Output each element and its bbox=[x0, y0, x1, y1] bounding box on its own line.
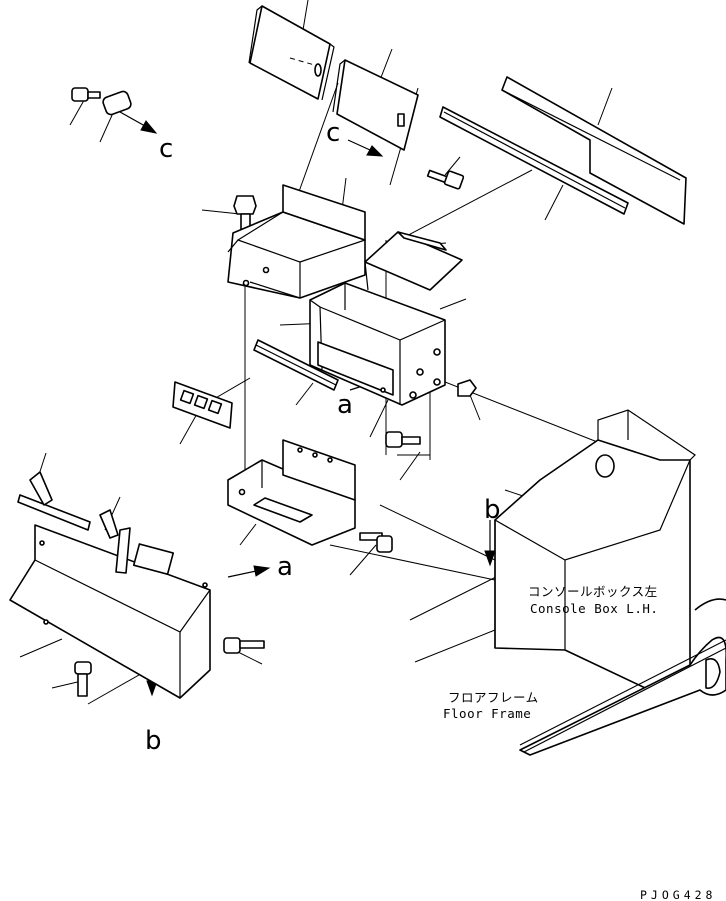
upper-box bbox=[227, 184, 366, 299]
angled-cover bbox=[364, 231, 463, 291]
bolt-vertical bbox=[74, 661, 92, 697]
screw-upper bbox=[426, 169, 465, 190]
lower-panel bbox=[9, 494, 211, 699]
callout-b-left: b bbox=[145, 726, 162, 756]
bolt-lower bbox=[359, 532, 393, 553]
bottom-bracket bbox=[227, 439, 356, 546]
cover-flap-upper bbox=[248, 5, 335, 101]
callout-a-lower: a bbox=[277, 552, 293, 582]
callout-c-right: c bbox=[326, 118, 341, 148]
cover-flap-lower bbox=[332, 59, 419, 151]
callout-b-right: b bbox=[484, 495, 501, 525]
main-box bbox=[309, 282, 446, 406]
clip-left bbox=[29, 471, 119, 539]
drawing-code: PJOG428 bbox=[640, 888, 717, 901]
rubber-bar bbox=[253, 339, 339, 391]
bolt-right bbox=[385, 431, 421, 448]
floor-frame-name-jp: フロアフレーム bbox=[448, 690, 539, 705]
floor-frame bbox=[519, 598, 726, 756]
console-box-name-en: Console Box L.H. bbox=[530, 601, 659, 616]
callout-a-upper: a bbox=[337, 390, 353, 420]
callout-c-left: c bbox=[159, 134, 174, 164]
seal-strip bbox=[439, 106, 629, 215]
console-box-lh bbox=[494, 409, 696, 696]
bolt-panel bbox=[223, 637, 265, 654]
console-box-name-jp: コンソールボックス左 bbox=[528, 584, 658, 599]
nut-right bbox=[457, 379, 477, 397]
long-rail bbox=[501, 76, 687, 225]
switch-plate bbox=[172, 381, 233, 429]
small-bolt-and-clip bbox=[71, 87, 132, 116]
floor-frame-name-en: Floor Frame bbox=[443, 706, 532, 721]
